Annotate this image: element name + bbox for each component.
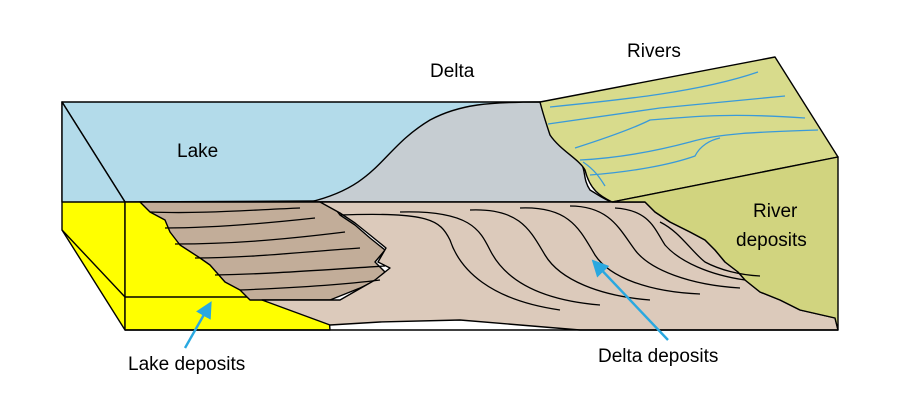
block-left-face-top-strip xyxy=(61,101,126,203)
clinoform-line xyxy=(399,211,601,306)
delta-layer-line xyxy=(194,247,361,259)
clinoform-line xyxy=(469,209,651,301)
lake-label: Lake xyxy=(177,141,218,162)
clinoform-line xyxy=(339,213,561,311)
delta-deposits-arrow xyxy=(591,259,669,341)
river-channel xyxy=(574,114,806,149)
delta-clinoform-layers xyxy=(339,205,761,311)
river-channel xyxy=(589,137,721,176)
river-channel xyxy=(547,95,786,125)
delta-front-layers xyxy=(149,207,386,291)
delta-layer-line xyxy=(164,217,316,229)
lake-deposits-label: Lake deposits xyxy=(128,354,245,375)
river-deposits-label-line2: deposits xyxy=(736,230,807,251)
river-plain-surface xyxy=(539,56,839,203)
clinoform-line xyxy=(659,221,761,277)
lake-deposits-arrow xyxy=(183,301,212,349)
delta-layer-line xyxy=(149,207,301,214)
delta-deposits-label: Delta deposits xyxy=(598,346,718,367)
clinoform-line xyxy=(614,207,746,281)
left-face-layer-line xyxy=(61,229,126,298)
river-deposits-face xyxy=(611,156,839,331)
delta-layer-line xyxy=(214,265,386,276)
delta-layer-line xyxy=(239,279,381,291)
river-channel xyxy=(549,71,759,108)
river-deposits-label-line1: River xyxy=(753,201,798,222)
rivers-label: Rivers xyxy=(627,41,681,62)
delta-label: Delta xyxy=(430,61,475,82)
clinoform-line xyxy=(569,205,741,289)
clinoform-line xyxy=(519,207,701,295)
river-channels xyxy=(547,71,819,187)
river-channel xyxy=(582,161,606,187)
river-channel xyxy=(579,129,819,161)
delta-layer-line xyxy=(174,231,346,245)
